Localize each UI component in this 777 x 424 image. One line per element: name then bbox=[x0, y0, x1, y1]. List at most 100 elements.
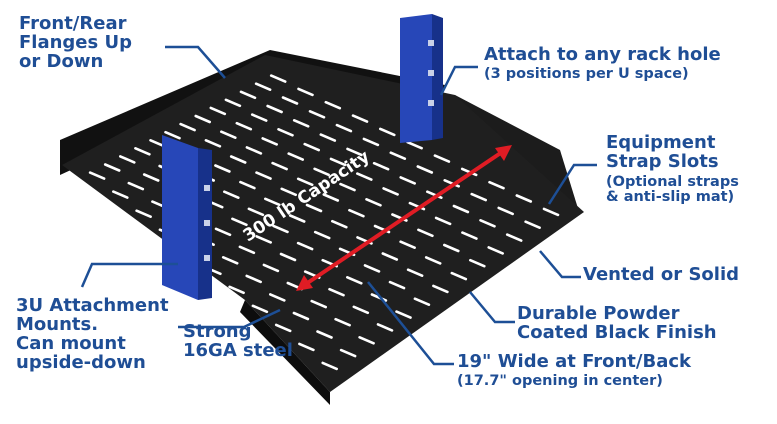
vent-slot bbox=[179, 122, 196, 132]
vent-slot bbox=[119, 155, 136, 164]
callout-mounts-line4: upside-down bbox=[16, 351, 146, 373]
callout-vented-line1: Vented or Solid bbox=[583, 264, 739, 285]
vent-slot bbox=[298, 342, 315, 352]
vent-slot bbox=[296, 241, 314, 251]
callout-flanges-line3: or Down bbox=[19, 50, 104, 72]
vent-slot bbox=[352, 305, 370, 315]
vent-slot bbox=[322, 193, 340, 202]
vent-slot bbox=[450, 271, 468, 281]
vent-slot bbox=[224, 98, 242, 108]
capacity-arrow bbox=[296, 145, 512, 291]
vent-slot bbox=[269, 74, 287, 83]
vent-slot bbox=[389, 151, 407, 160]
vent-slot bbox=[245, 274, 263, 284]
vent-slot bbox=[432, 284, 449, 294]
leader-wide bbox=[367, 281, 454, 366]
vent-slot bbox=[292, 311, 310, 321]
vent-slot bbox=[351, 114, 369, 123]
callout-powder-line2: Coated Black Finish bbox=[517, 321, 717, 343]
callout-straps-line4: & anti-slip mat) bbox=[606, 189, 735, 205]
vent-slot bbox=[313, 230, 331, 240]
callout-steel: Strong 16GA steel bbox=[183, 322, 293, 361]
shelf-deck bbox=[62, 55, 584, 392]
vent-slot bbox=[321, 361, 339, 371]
vent-slot bbox=[468, 258, 486, 268]
leader-mounts bbox=[80, 262, 178, 288]
vent-slot bbox=[433, 154, 451, 163]
vent-slot bbox=[329, 157, 347, 167]
vent-slot bbox=[239, 180, 256, 190]
vent-slot bbox=[112, 190, 129, 199]
vent-slot bbox=[103, 163, 121, 172]
leader-flanges bbox=[165, 45, 226, 79]
vent-slot bbox=[348, 208, 365, 218]
callout-attach: Attach to any rack hole (3 positions per… bbox=[484, 44, 721, 82]
vent-slot bbox=[250, 113, 268, 122]
leader-attach bbox=[439, 65, 478, 96]
vent-slot bbox=[239, 90, 257, 100]
vent-slot bbox=[346, 147, 363, 157]
vent-slot bbox=[365, 198, 382, 207]
vent-slot bbox=[228, 285, 245, 295]
vent-slot bbox=[395, 310, 412, 319]
vent-slot bbox=[324, 100, 342, 110]
vent-slot bbox=[339, 182, 356, 192]
callout-mounts: 3U Attachment Mounts. Can mount upside-d… bbox=[16, 295, 169, 373]
vent-slot bbox=[204, 139, 222, 148]
callout-vented: Vented or Solid bbox=[583, 264, 739, 285]
vent-slots bbox=[88, 74, 560, 371]
callout-attach-line2: (3 positions per U space) bbox=[484, 65, 689, 82]
vent-slot bbox=[434, 216, 452, 226]
shelf-front-wing bbox=[240, 300, 330, 405]
callout-flanges-line1: Front/Rear bbox=[19, 13, 127, 34]
vent-slot bbox=[238, 245, 256, 255]
vent-slot bbox=[399, 176, 417, 185]
callout-attach-line1: Attach to any rack hole bbox=[484, 44, 721, 65]
vent-slot bbox=[328, 287, 345, 297]
callout-powder-line1: Durable Powder bbox=[517, 303, 680, 324]
vent-slot bbox=[416, 165, 434, 174]
callout-steel-line2: 16GA steel bbox=[183, 339, 293, 361]
vent-slot bbox=[376, 323, 394, 332]
vent-slot bbox=[335, 123, 353, 133]
vent-slot bbox=[363, 264, 381, 273]
vent-slot bbox=[355, 172, 373, 181]
rear-upright-bracket bbox=[400, 14, 443, 143]
vent-slot bbox=[142, 173, 160, 182]
vent-slot bbox=[231, 217, 248, 227]
vent-slot bbox=[452, 204, 470, 214]
vent-slot bbox=[287, 152, 305, 161]
vent-slot bbox=[262, 263, 280, 273]
leader-vented bbox=[539, 250, 581, 279]
vent-slot bbox=[297, 87, 314, 97]
vent-slot bbox=[524, 220, 541, 229]
callout-mounts-line2: Mounts. bbox=[16, 313, 99, 335]
vent-slot bbox=[281, 96, 299, 105]
vent-slot bbox=[303, 142, 321, 152]
vent-slot bbox=[406, 268, 424, 278]
vent-slot bbox=[334, 317, 351, 327]
vent-slot bbox=[358, 335, 375, 345]
vent-slot bbox=[372, 161, 390, 171]
vent-slot bbox=[135, 209, 152, 218]
vent-slot bbox=[461, 231, 478, 240]
vent-slot bbox=[443, 179, 461, 188]
vent-slot bbox=[382, 187, 399, 196]
callout-straps-line3: (Optional straps bbox=[606, 173, 739, 190]
vent-slot bbox=[406, 140, 423, 150]
vent-slot bbox=[245, 146, 263, 155]
vent-slot bbox=[221, 255, 239, 265]
vent-slot bbox=[235, 121, 253, 131]
vent-slot bbox=[310, 299, 328, 309]
vent-slot bbox=[515, 194, 533, 203]
vent-slot bbox=[251, 304, 269, 314]
vent-slot bbox=[417, 228, 434, 238]
vent-slot bbox=[255, 171, 272, 180]
callout-mounts-line1: 3U Attachment bbox=[16, 295, 169, 316]
vent-slot bbox=[497, 206, 515, 216]
vent-slot bbox=[362, 137, 380, 147]
callout-straps: Equipment Strap Slots (Optional straps &… bbox=[606, 133, 739, 205]
vent-slot bbox=[479, 219, 496, 228]
